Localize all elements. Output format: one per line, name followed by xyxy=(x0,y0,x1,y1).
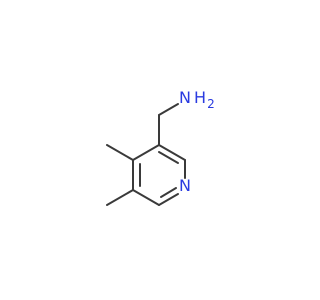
atom-label-n-ring: N xyxy=(179,176,191,195)
bond-c6-n xyxy=(158,193,179,206)
bond-c4-methyl xyxy=(106,144,134,161)
atom-label-h2-subscript: 2 xyxy=(207,97,215,111)
atom-label-n-amine: N xyxy=(179,88,191,107)
structure-diagram: N N H 2 xyxy=(106,88,215,206)
atom-label-h-amine: H xyxy=(194,88,206,107)
bond-ch2-n xyxy=(158,103,179,116)
bond-c5-c6 xyxy=(132,189,160,206)
bond-c6-n-inner xyxy=(160,187,177,198)
bond-c2-c3 xyxy=(158,144,186,161)
bond-c3-c4 xyxy=(132,144,160,161)
bond-c2-c3-inner xyxy=(158,151,179,164)
bond-c5-methyl xyxy=(106,189,134,206)
